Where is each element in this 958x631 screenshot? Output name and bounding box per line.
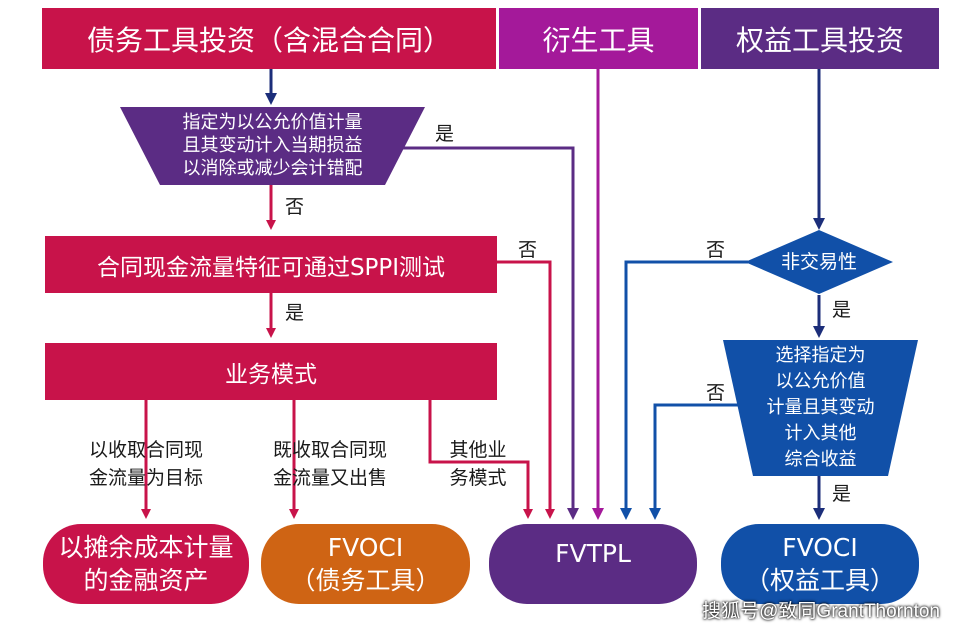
label-collect-line: 以收取合同现: [88, 439, 203, 461]
arrow-other-model: [428, 400, 533, 519]
non-trading-shape: [745, 230, 893, 294]
label-yes-sppi: 是: [285, 302, 305, 324]
designate-fvoci-node: 选择指定为 以公允价值 计量且其变动 计入其他 综合收益: [753, 343, 888, 473]
non-trading-node: 非交易性: [755, 250, 883, 274]
sppi-test-label: 合同现金流量特征可通过SPPI测试: [96, 254, 446, 281]
outcome-amortized-cost: 以摊余成本计量 的金融资产: [43, 524, 249, 604]
designate-fvtpl-line: 且其变动计入当期损益: [182, 135, 363, 156]
label-yes-designate: 是: [435, 123, 455, 145]
label-collect-and-sell-line: 金流量又出售: [272, 467, 387, 489]
designate-fvtpl-line: 指定为以公允价值计量: [182, 112, 363, 133]
designate-fvtpl-line: 以消除或减少会计错配: [182, 158, 363, 179]
label-other-model-line: 其他业: [449, 439, 507, 461]
business-model-label: 业务模式: [225, 361, 317, 388]
outcome-fvoci-equity-line: （权益工具）: [744, 566, 895, 595]
label-no-nontrading: 否: [706, 239, 726, 261]
designate-fvtpl-node: 指定为以公允价值计量 且其变动计入当期损益 以消除或减少会计错配: [160, 111, 385, 180]
outcome-amortized-cost-line: 的金融资产: [83, 566, 209, 595]
designate-fvoci-line: 选择指定为: [775, 345, 866, 366]
label-no-sppi: 否: [518, 239, 538, 261]
outcome-fvoci-equity-line: FVOCI: [782, 533, 858, 562]
header-debt-label: 债务工具投资（含混合合同）: [86, 23, 451, 57]
designate-fvtpl-shape: [120, 107, 425, 185]
header-equity-instruments: 权益工具投资: [701, 8, 939, 69]
label-collect: 以收取合同现 金流量为目标: [78, 436, 214, 492]
arrow-fvoci-no: [649, 403, 748, 520]
designate-fvoci-line: 以公允价值: [775, 371, 866, 392]
designate-fvoci-line: 综合收益: [784, 449, 857, 470]
header-derivatives: 衍生工具: [499, 8, 698, 69]
label-no-designate: 否: [285, 196, 305, 218]
outcome-fvoci-debt: FVOCI （债务工具）: [261, 524, 470, 604]
outcome-amortized-cost-line: 以摊余成本计量: [58, 533, 234, 562]
label-collect-and-sell-line: 既收取合同现: [272, 439, 387, 461]
outcome-fvtpl-label: FVTPL: [555, 538, 631, 568]
label-no-fvoci: 否: [706, 382, 726, 404]
header-equity-label: 权益工具投资: [735, 23, 904, 57]
designate-fvoci-shape: [723, 340, 918, 476]
label-collect-and-sell: 既收取合同现 金流量又出售: [262, 436, 398, 492]
business-model-node: 业务模式: [45, 343, 497, 400]
non-trading-label: 非交易性: [780, 251, 857, 273]
label-yes-nontrading: 是: [832, 299, 852, 321]
outcome-fvoci-equity: FVOCI （权益工具）: [721, 524, 919, 604]
arrow-sppi-no: [497, 260, 555, 519]
watermark: 搜狐号@致同GrantThornton: [702, 601, 940, 622]
outcome-fvoci-debt-line: （债务工具）: [290, 566, 441, 595]
label-other-model-line: 务模式: [449, 467, 507, 489]
label-other-model: 其他业 务模式: [438, 436, 518, 492]
outcome-fvtpl: FVTPL: [489, 524, 697, 604]
arrow-nontrading-no: [620, 260, 748, 520]
designate-fvoci-line: 计量且其变动: [766, 397, 875, 418]
outcome-fvoci-debt-line: FVOCI: [327, 533, 404, 562]
arrow-designate-yes: [392, 146, 579, 520]
designate-fvoci-line: 计入其他: [784, 423, 857, 444]
label-yes-fvoci: 是: [832, 483, 852, 505]
header-derivatives-label: 衍生工具: [542, 23, 655, 57]
label-collect-line: 金流量为目标: [88, 467, 203, 489]
header-debt-instruments: 债务工具投资（含混合合同）: [42, 8, 496, 69]
sppi-test-node: 合同现金流量特征可通过SPPI测试: [45, 236, 497, 293]
